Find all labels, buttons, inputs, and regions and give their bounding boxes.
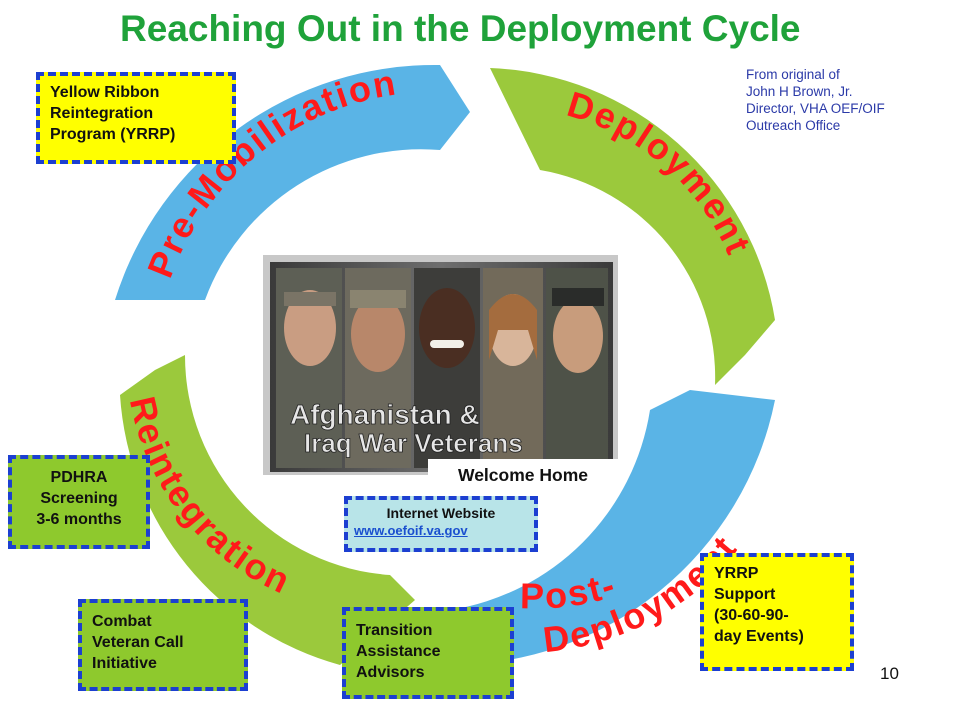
credit-line: Director, VHA OEF/OIF (746, 101, 885, 116)
veterans-photo: Afghanistan & Iraq War Veterans (263, 255, 618, 475)
photo-caption-line2: Iraq War Veterans (304, 428, 523, 458)
credit-line: From original of (746, 67, 840, 82)
credit-line: John H Brown, Jr. (746, 84, 853, 99)
box-internet-website: Internet Website www.oefoif.va.gov (344, 496, 538, 552)
box-line: Veteran Call (92, 634, 184, 651)
box-yellow-ribbon-program: Yellow Ribbon Reintegration Program (YRR… (36, 72, 236, 164)
credit-line: Outreach Office (746, 118, 841, 133)
internet-website-label: Internet Website (386, 505, 496, 521)
welcome-home-label: Welcome Home (428, 459, 618, 491)
segment-deployment (490, 68, 775, 385)
box-pdhra-screening: PDHRA Screening 3-6 months (8, 455, 150, 549)
box-yrrp-support: YRRP Support (30-60-90- day Events) (700, 553, 854, 671)
slide-title: Reaching Out in the Deployment Cycle (120, 8, 801, 49)
box-line: Screening (40, 490, 118, 507)
portrait-4 (483, 268, 543, 468)
portrait-5 (546, 268, 608, 468)
box-transition-assistance: Transition Assistance Advisors (342, 607, 514, 699)
credit-note: From original of John H Brown, Jr. Direc… (746, 66, 936, 134)
photo-caption-line1: Afghanistan & (290, 399, 480, 430)
box-line: 3-6 months (36, 511, 122, 528)
box-line: (30-60-90- (714, 607, 789, 624)
box-line: Yellow Ribbon (50, 84, 160, 101)
website-link[interactable]: www.oefoif.va.gov (354, 523, 468, 538)
box-line: day Events) (714, 628, 804, 645)
box-line: Combat (92, 613, 152, 630)
portrait-3 (414, 268, 480, 468)
box-combat-veteran-call: Combat Veteran Call Initiative (78, 599, 248, 691)
box-line: Program (YRRP) (50, 126, 176, 143)
box-line: Support (714, 586, 776, 603)
portrait-1 (276, 268, 342, 468)
box-line: YRRP (714, 565, 759, 582)
box-line: Reintegration (50, 105, 154, 122)
box-line: Advisors (356, 664, 425, 681)
segment-pre-mobilization (115, 64, 470, 300)
slide-number: 10 (880, 664, 899, 683)
segment-post-deployment (420, 390, 775, 666)
portrait-2 (345, 268, 411, 468)
segment-reintegration (120, 355, 415, 665)
box-line: PDHRA (50, 469, 108, 486)
box-line: Assistance (356, 643, 441, 660)
box-line: Initiative (92, 655, 157, 672)
box-line: Transition (356, 622, 433, 639)
